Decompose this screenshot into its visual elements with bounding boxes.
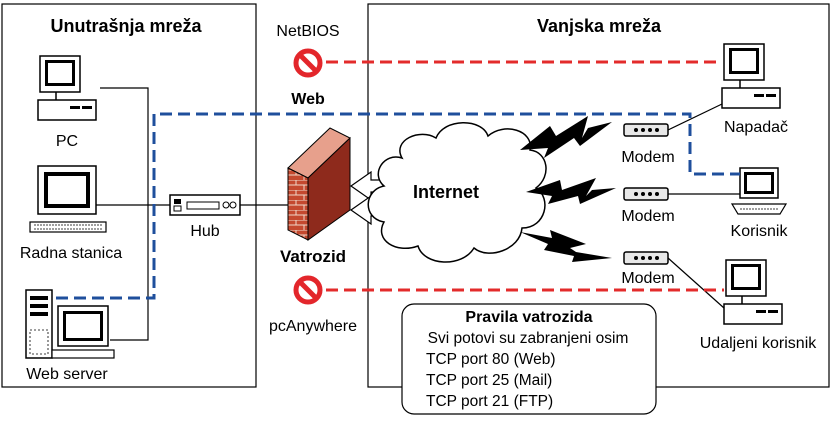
remote-user-label: Udaljeni korisnik: [700, 335, 817, 352]
rules-title: Pravila vatrozida: [465, 309, 592, 326]
firewall-label: Vatrozid: [280, 247, 346, 266]
outer-network-title: Vanjska mreža: [537, 16, 662, 36]
rules-intro: Svi potovi su zabranjeni osim: [428, 330, 629, 347]
rule-item-web: TCP port 80 (Web): [426, 351, 556, 368]
web-server-label: Web server: [26, 366, 108, 383]
lightning-link-bottom: [520, 230, 612, 262]
inner-network-title: Unutrašnja mreža: [50, 16, 202, 36]
modem-label-bottom: Modem: [621, 270, 674, 287]
internet-cloud: [367, 122, 547, 263]
modem-icon-middle: [623, 187, 669, 201]
inner-bus-line: [100, 87, 149, 341]
allowed-traffic-path: [56, 112, 740, 300]
rule-item-mail: TCP port 25 (Mail): [426, 372, 552, 389]
modem-icon-bottom: [623, 251, 669, 265]
user-laptop-icon: [730, 167, 788, 215]
attacker-label: Napadač: [724, 119, 788, 136]
web-server-icon: [25, 289, 115, 359]
modem-attacker-link: [667, 103, 723, 131]
user-label: Korisnik: [731, 223, 789, 240]
modem-icon-top: [623, 123, 669, 137]
hub-icon: [169, 194, 241, 216]
web-blocked-label: Web: [291, 91, 325, 108]
pc-label: PC: [56, 133, 78, 150]
lightning-link-middle: [526, 178, 616, 204]
rule-item-ftp: TCP port 21 (FTP): [426, 393, 553, 410]
netbios-label: NetBIOS: [276, 23, 339, 40]
workstation-icon: [29, 165, 107, 233]
hub-label: Hub: [190, 223, 219, 240]
no-entry-icon-bottom: [296, 278, 320, 302]
workstation-label: Radna stanica: [20, 245, 122, 262]
pcanywhere-label: pcAnywhere: [269, 318, 357, 335]
modem-label-top: Modem: [621, 149, 674, 166]
internet-label: Internet: [413, 182, 479, 202]
modem-label-middle: Modem: [621, 208, 674, 225]
lightning-link-top: [520, 116, 612, 158]
no-entry-icon-top: [296, 51, 320, 75]
modem-remote-user-link: [667, 257, 725, 309]
firewall-rules-box: [401, 303, 657, 415]
firewall-icon: [287, 127, 351, 241]
